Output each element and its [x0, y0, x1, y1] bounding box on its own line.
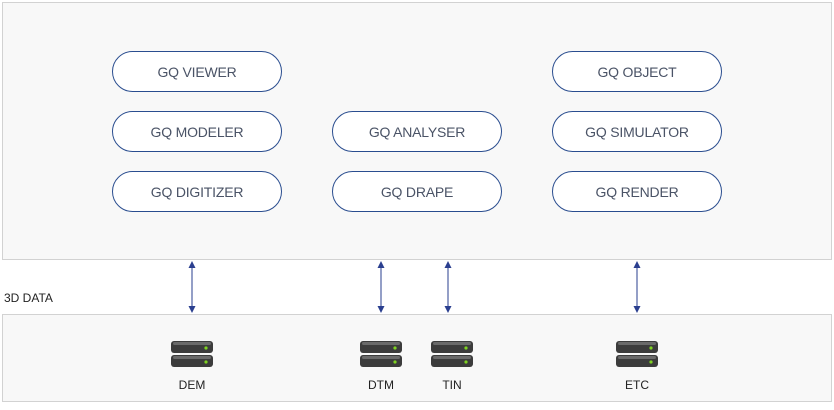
server-icon [616, 341, 658, 367]
bidirectional-arrow-icon [188, 261, 196, 313]
data-panel [2, 314, 832, 402]
etc-label: ETC [625, 378, 649, 392]
dtm-label: DTM [368, 378, 394, 392]
gq-digitizer-button[interactable]: GQ DIGITIZER [112, 171, 282, 212]
dem-label: DEM [178, 378, 206, 392]
server-icon [431, 341, 473, 367]
server-icon [171, 341, 213, 367]
tin-label: TIN [442, 378, 462, 392]
bidirectional-arrow-icon [633, 261, 641, 313]
gq-object-button[interactable]: GQ OBJECT [552, 51, 722, 92]
gq-analyser-button[interactable]: GQ ANALYSER [332, 111, 502, 152]
gq-viewer-button[interactable]: GQ VIEWER [112, 51, 282, 92]
gq-simulator-button[interactable]: GQ SIMULATOR [552, 111, 722, 152]
bidirectional-arrow-icon [377, 261, 385, 313]
gq-modeler-button[interactable]: GQ MODELER [112, 111, 282, 152]
server-icon [360, 341, 402, 367]
gq-drape-button[interactable]: GQ DRAPE [332, 171, 502, 212]
gq-render-button[interactable]: GQ RENDER [552, 171, 722, 212]
bidirectional-arrow-icon [444, 261, 452, 313]
data-layer-label: 3D DATA [4, 291, 53, 305]
